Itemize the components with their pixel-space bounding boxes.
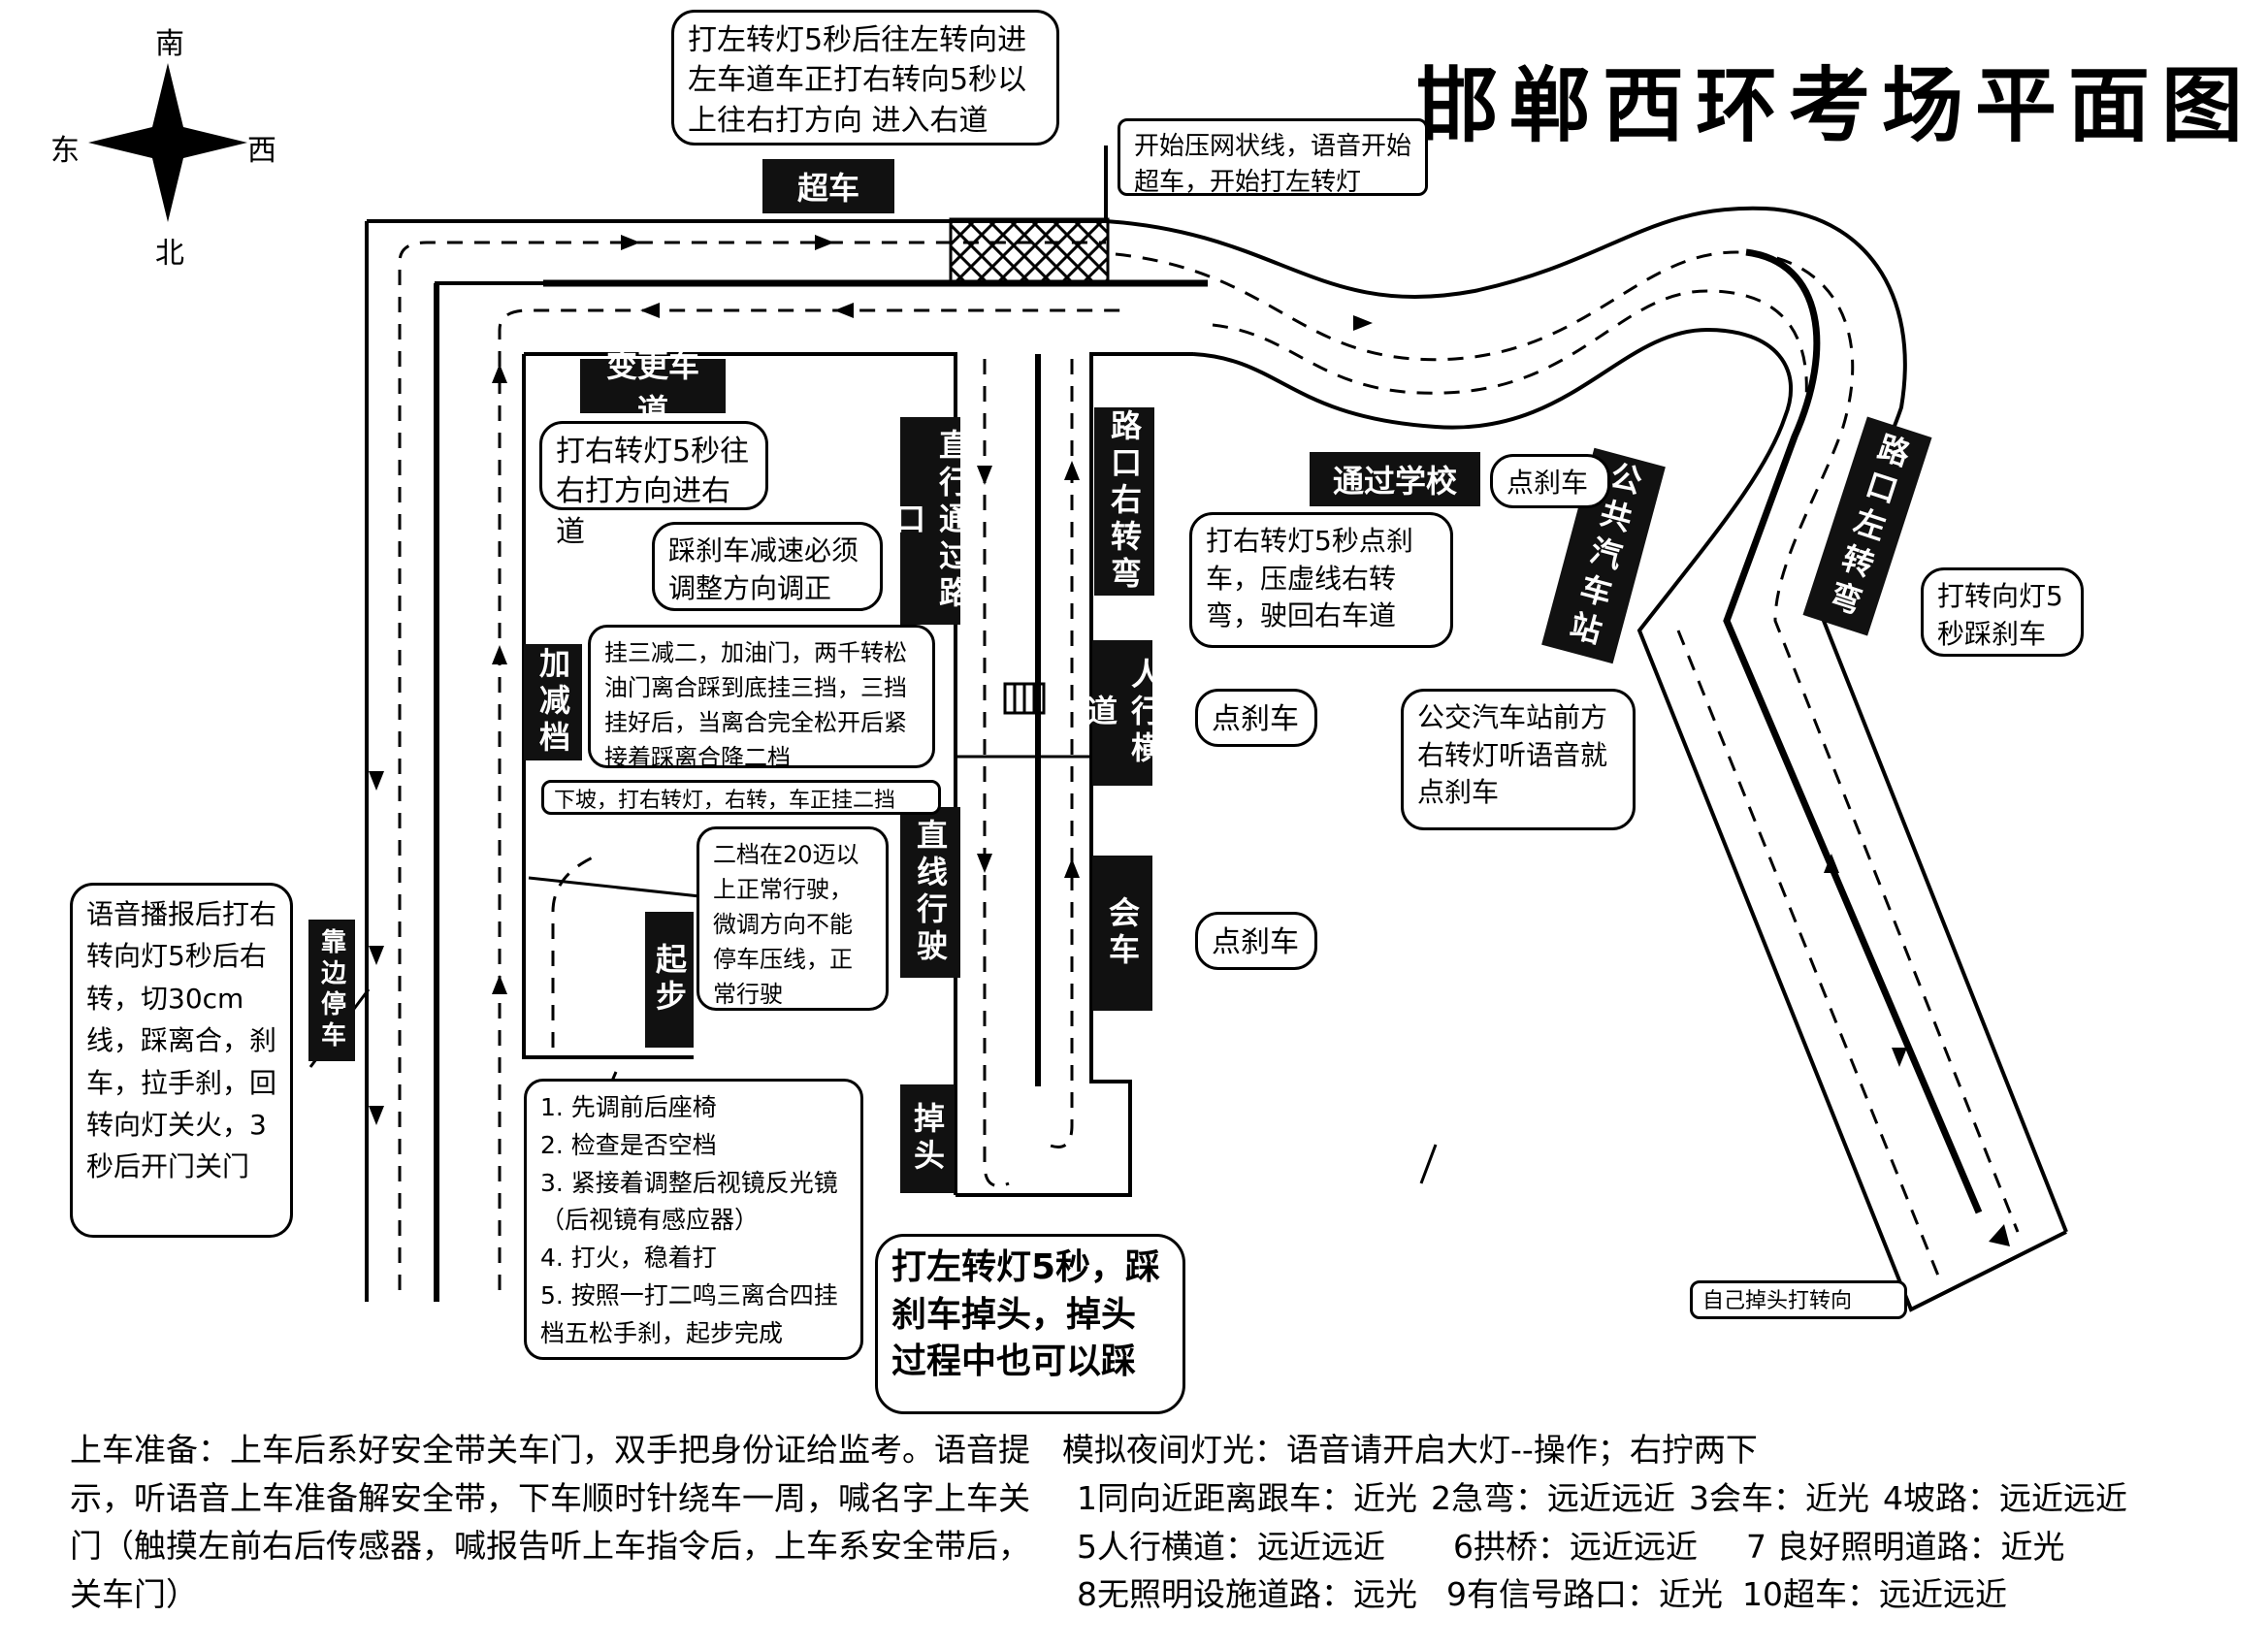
label-crosswalk: 人行横道 [1082,640,1163,786]
note-start-overtake: 开始压网状线，语音开始超车，开始打左转灯 [1118,118,1428,197]
compass-north: 北 [155,237,184,271]
note-lane-change: 打右转灯5秒往右打方向进右道 [539,421,768,549]
label-straight-driving: 直线行驶 [900,807,960,978]
boarding-prep: 上车准备：上车后系好安全带关车门，双手把身份证给监考。语音提示，听语音上车准备解… [70,1431,1030,1613]
note-crosswalk-brake: 点刹车 [1195,689,1317,747]
night-item: 2急弯：远近远近 [1431,1479,1675,1517]
note-self-u-turn: 自己掉头打转向 [1690,1280,1907,1319]
night-item: 6拱桥：远近远近 [1453,1527,1698,1566]
compass-west: 西 [247,134,276,168]
label-straight-through: 直行通过路口 [890,417,971,625]
note-u-turn: 打左转灯5秒，踩刹车掉头，掉头过程中也可以踩 [875,1234,1185,1414]
label-pass-school: 通过学校 [1310,452,1480,506]
night-item: 4坡路：远近远近 [1883,1479,2127,1517]
note-overtake: 打左转灯5秒后往左转向进左车道车正打右转向5秒以上往右打方向 进入右道 [671,10,1059,146]
route-arrows [369,235,2010,1246]
page-title: 邯郸西环考场平面图 [1416,57,2255,153]
night-lights-title: 模拟夜间灯光：语音请开启大灯--操作；右拧两下 [1062,1431,1758,1469]
night-item: 8无照明设施道路：远光 [1077,1575,1417,1613]
note-right-turn: 打右转灯5秒点刹车，压虚线右转弯，驶回右车道 [1189,512,1453,648]
route-dashed-lines [398,241,2020,1290]
note-pull-over: 语音播报后打右转向灯5秒后右转，切30cm线，踩离合，刹车，拉手刹，回转向灯关火… [70,883,293,1238]
note-gear-shift: 挂三减二，加油门，两千转松油门离合踩到底挂三挡，三挡挂好后，当离合完全松开后紧接… [588,625,935,771]
night-lights-list: 1同向近距离跟车：近光 2急弯：远近远近 3会车：近光 4坡路：远近远近 5人行横道：… [1077,1474,2241,1619]
night-item: 9有信号路口：近光 [1446,1575,1723,1613]
label-lane-change: 变更车道 [580,347,726,429]
label-start: 起步 [645,912,694,1048]
net-line-zone [949,217,1110,283]
compass-rose [88,63,247,222]
note-brake-adjust: 踩刹车减速必须调整方向调正 [652,522,883,611]
label-overtake: 超车 [762,159,894,213]
note-bus-stop: 公交汽车站前方右转灯听语音就点刹车 [1401,689,1636,830]
note-start-steps: 1. 先调前后座椅 2. 检查是否空档 3. 紧接着调整后视镜反光镜（后视镜有感… [524,1079,863,1360]
note-second-gear: 二档在20迈以上正常行驶，微调方向不能停车压线，正常行驶 [697,826,889,1011]
night-item: 10超车：远近远近 [1742,1575,2007,1613]
label-meeting: 会车 [1092,856,1152,1011]
label-intersection-right-turn: 路口右转弯 [1094,407,1154,596]
note-downhill: 下坡，打右转灯，右转，车正挂二挡 [541,780,941,815]
compass-east: 东 [50,134,80,168]
label-pull-over: 靠边停车 [308,920,355,1061]
compass-south: 南 [155,27,184,61]
label-gear-shift: 加减档 [524,644,582,760]
night-item: 3会车：近光 [1689,1479,1869,1517]
label-u-turn: 掉头 [900,1084,955,1193]
note-school-brake: 点刹车 [1490,454,1610,508]
night-item: 7 良好照明道路：近光 [1746,1527,2065,1566]
night-item: 5人行横道：远近远近 [1077,1527,1385,1566]
note-meeting-brake: 点刹车 [1195,912,1317,970]
note-left-turn: 打转向灯5秒踩刹车 [1921,567,2084,657]
night-item: 1同向近距离跟车：近光 [1077,1479,1417,1517]
